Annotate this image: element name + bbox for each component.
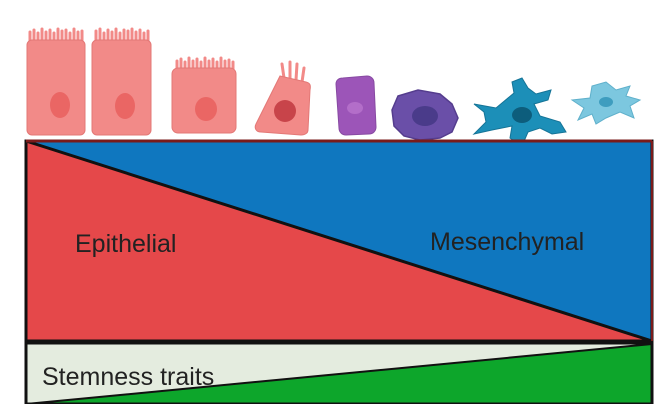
nucleus (195, 97, 217, 121)
violet-cell (392, 90, 458, 140)
purple-cell (336, 76, 376, 135)
stemness-bar: Stemness traits (26, 343, 652, 404)
cell-body (27, 40, 85, 135)
nucleus (50, 92, 70, 118)
transitioning-cell (255, 62, 310, 135)
cell-row (27, 29, 640, 146)
emt-block: Epithelial Mesenchymal (26, 141, 652, 341)
stemness-label: Stemness traits (42, 363, 214, 391)
mesenchymal-cell-dark (474, 78, 566, 146)
columnar-cell-1 (27, 29, 85, 135)
nucleus (599, 97, 613, 107)
nucleus (512, 107, 532, 123)
epithelial-label: Epithelial (75, 230, 176, 258)
nucleus (412, 106, 438, 126)
cuboidal-cell (172, 58, 236, 133)
columnar-cell-2 (92, 29, 151, 135)
mesenchymal-label: Mesenchymal (430, 228, 584, 256)
nucleus (274, 100, 296, 122)
nucleus (115, 93, 135, 119)
cell-body (92, 40, 151, 135)
mesenchymal-cell-light (572, 82, 640, 124)
nucleus (347, 102, 363, 114)
